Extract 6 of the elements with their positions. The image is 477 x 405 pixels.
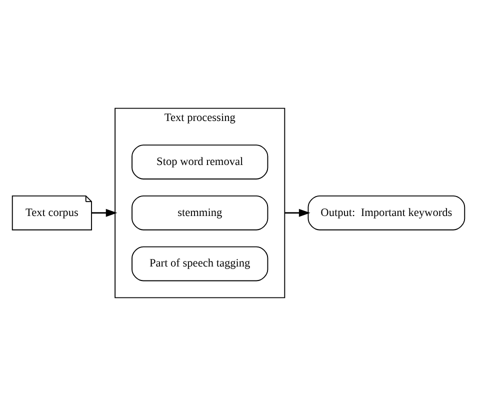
node-box: Output: Important keywords	[308, 194, 466, 230]
arrow	[92, 208, 118, 216]
arrow	[284, 208, 310, 216]
node-box: stemming	[132, 194, 268, 230]
node-box: Stop word removal	[132, 144, 268, 179]
node-box: Part of speech tagging	[132, 246, 268, 281]
